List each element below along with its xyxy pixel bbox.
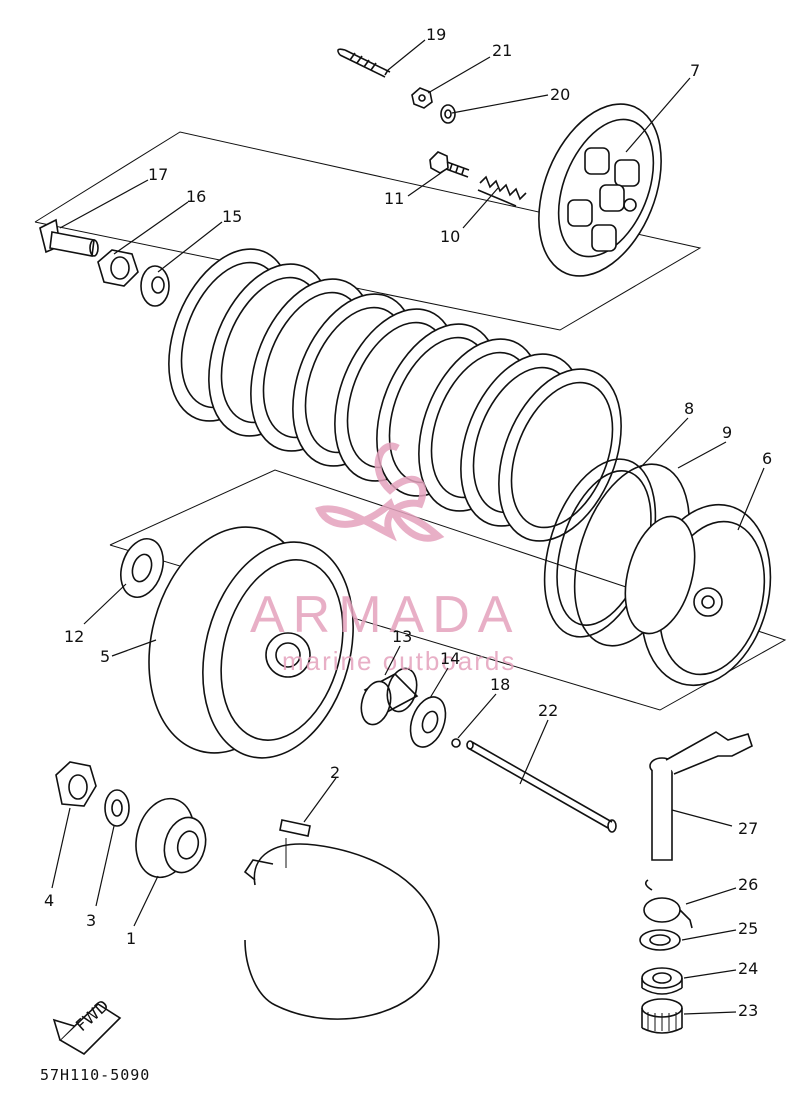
part-number-8: 8: [684, 399, 694, 418]
part-number-18: 18: [490, 675, 510, 694]
part-number-16: 16: [186, 187, 206, 206]
part-number-4: 4: [44, 891, 54, 910]
clutch-spring-part: [477, 175, 527, 207]
pressure-plate-part: [538, 103, 662, 277]
clutch-boss-part: [624, 503, 772, 687]
collar-washer-part: [409, 696, 447, 748]
part-number-20: 20: [550, 85, 570, 104]
part-number-21: 21: [492, 41, 512, 60]
part-number-7: 7: [690, 61, 700, 80]
part-number-3: 3: [86, 911, 96, 930]
washer-part: [440, 104, 456, 124]
part-number-labels: 19 21 20 7 17 16 15 11 10 8 9 6 12 5 13 …: [44, 25, 772, 1020]
bolt-part: [429, 151, 470, 178]
bearing-part: [97, 249, 139, 287]
part-number-6: 6: [762, 449, 772, 468]
watermark-tagline: marine outboards: [282, 646, 516, 676]
assembly-frame-upper: [34, 131, 702, 331]
primary-drive-gear-part: [135, 797, 207, 879]
nut-part: [55, 761, 97, 807]
part-number-17: 17: [148, 165, 168, 184]
crankcase-cover-outline: [243, 838, 440, 1020]
lock-washer-part: [104, 789, 130, 827]
adjust-screw-part: [337, 48, 391, 78]
locknut-part: [411, 87, 433, 109]
part-number-12: 12: [64, 627, 84, 646]
push-rod-part: [39, 218, 99, 257]
part-number-23: 23: [738, 1001, 758, 1020]
thrust-washer-part: [120, 538, 164, 598]
part-number-13: 13: [392, 627, 412, 646]
part-number-22: 22: [538, 701, 558, 720]
part-number-9: 9: [722, 423, 732, 442]
fwd-arrow-icon: FWD: [52, 996, 122, 1056]
watermark-brand: ARMADA: [250, 586, 520, 644]
leader-lines: [51, 39, 765, 1015]
part-number-19: 19: [426, 25, 446, 44]
bearing-lower-part: [641, 967, 683, 995]
part-number-1: 1: [126, 929, 136, 948]
part-number-15: 15: [222, 207, 242, 226]
key-part: [279, 819, 311, 837]
plate-washer-part: [140, 265, 170, 307]
part-number-11: 11: [384, 189, 404, 208]
part-number-26: 26: [738, 875, 758, 894]
part-number-24: 24: [738, 959, 758, 978]
part-number-10: 10: [440, 227, 460, 246]
part-number-25: 25: [738, 919, 758, 938]
part-number-2: 2: [330, 763, 340, 782]
needle-bearing-part: [641, 998, 683, 1034]
part-number-14: 14: [440, 649, 460, 668]
lever-spring-part: [643, 879, 693, 929]
assembly-frame-lower: [109, 469, 787, 711]
ball-part: [451, 738, 461, 748]
friction-plate-stack: [168, 248, 622, 542]
push-lever-part: [649, 731, 753, 861]
armada-watermark: ARMADA marine outboards: [250, 442, 520, 676]
clutch-housing-part: [148, 526, 354, 759]
oil-seal-part: [639, 929, 681, 951]
drawing-code: 57H110-5090: [40, 1066, 150, 1084]
watermark-emblem-icon: [315, 442, 445, 542]
push-rod-long-part: [466, 740, 617, 833]
part-number-5: 5: [100, 647, 110, 666]
collar-part: [360, 667, 419, 726]
part-number-27: 27: [738, 819, 758, 838]
